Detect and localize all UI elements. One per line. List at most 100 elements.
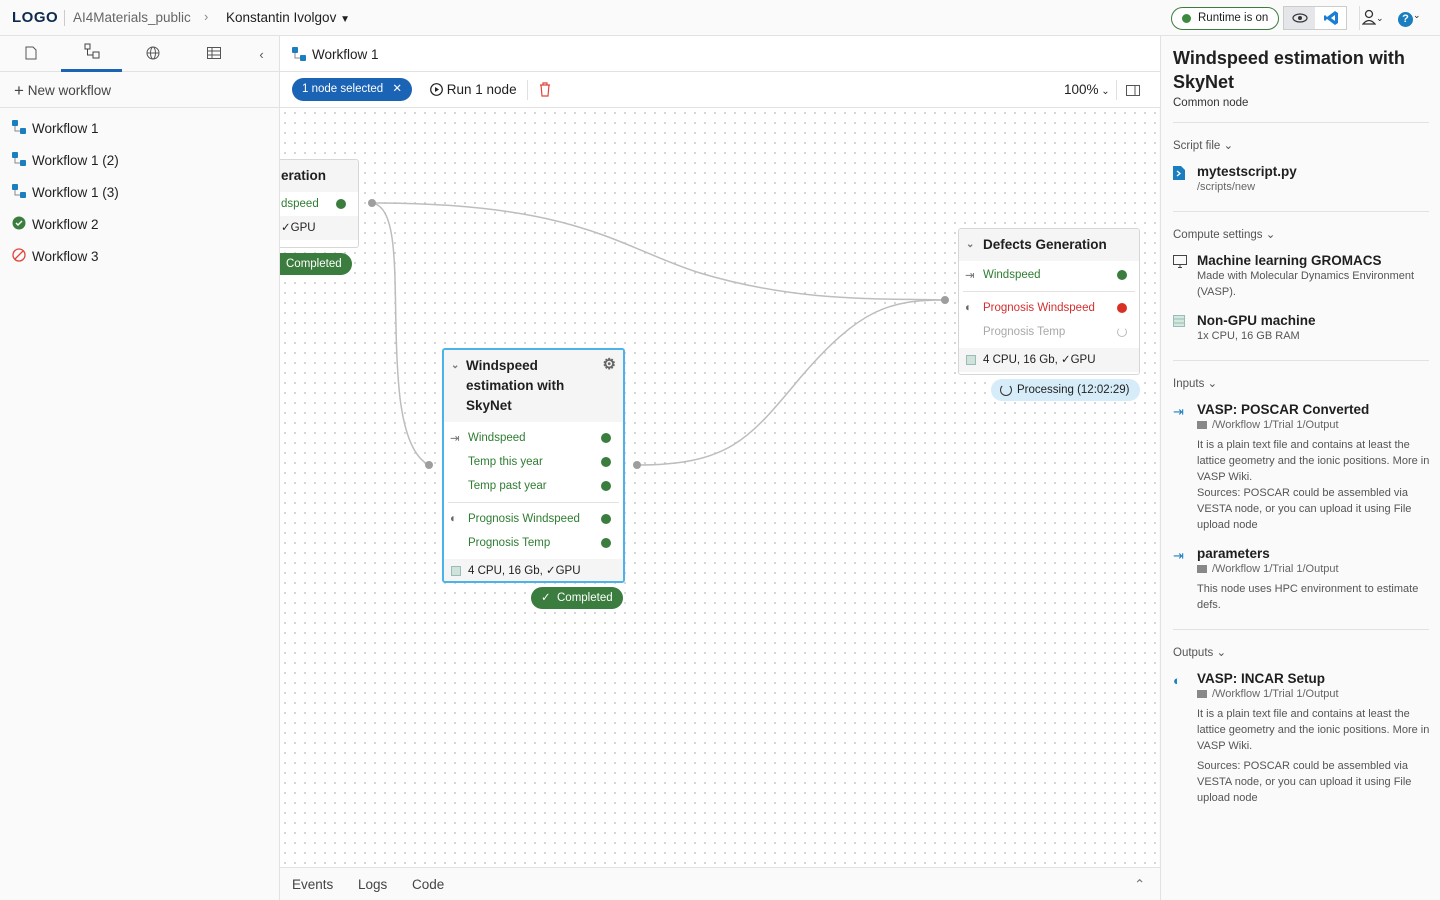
- node-input-port[interactable]: Temp past year: [444, 474, 623, 498]
- status-label: Completed: [286, 258, 342, 270]
- help-menu[interactable]: ?⌄: [1398, 10, 1421, 27]
- node-input-port[interactable]: ⇥Windspeed: [444, 426, 623, 450]
- check-circle-icon: [1117, 270, 1127, 280]
- sidebar-item-workflow-2[interactable]: Workflow 2: [12, 216, 99, 233]
- input-name: VASP: POSCAR Converted: [1197, 402, 1370, 417]
- input-desc: It is a plain text file and contains at …: [1197, 439, 1430, 483]
- section-label: Compute settings: [1173, 229, 1263, 241]
- chevron-left-icon: ‹: [259, 46, 264, 62]
- breadcrumb-project[interactable]: AI4Materials_public: [73, 10, 191, 25]
- vscode-icon[interactable]: [1315, 7, 1346, 29]
- node-output-port[interactable]: Prognosis Temp: [444, 531, 623, 555]
- edge: [371, 202, 430, 466]
- status-badge: ✓Completed: [531, 587, 623, 609]
- collapse-sidebar-button[interactable]: ‹: [244, 36, 279, 72]
- script-file-item[interactable]: mytestscript.py /scripts/new: [1173, 164, 1431, 195]
- port-handle: [368, 199, 376, 207]
- compute-desc: 1x CPU, 16 GB RAM: [1197, 330, 1300, 342]
- output-icon: ◐: [1173, 673, 1181, 688]
- chevron-down-icon[interactable]: ⌄: [966, 239, 975, 250]
- close-icon[interactable]: ✕: [392, 83, 403, 95]
- script-path: /scripts/new: [1197, 181, 1256, 193]
- node-details-panel: Windspeed estimation with SkyNet Common …: [1160, 36, 1440, 900]
- input-desc: This node uses HPC environment to estima…: [1197, 583, 1419, 611]
- spinner-icon: [1000, 384, 1012, 396]
- workflow-node-selected[interactable]: ⌄ Windspeed estimation with SkyNet ⚙ ⇥Wi…: [442, 348, 625, 583]
- divider: [1173, 211, 1429, 212]
- folder-icon: [1197, 565, 1207, 573]
- output-sources: Sources: POSCAR could be assembled via V…: [1197, 760, 1412, 804]
- port-label: Windspeed: [468, 432, 526, 444]
- eye-icon[interactable]: [1284, 7, 1315, 29]
- check-circle-icon: [601, 538, 611, 548]
- new-workflow-button[interactable]: + New workflow: [14, 81, 111, 101]
- edge: [636, 299, 946, 466]
- tab-web[interactable]: [122, 36, 183, 72]
- node-input-port[interactable]: ⇥Windspeed: [959, 263, 1139, 287]
- zoom-select[interactable]: 100% ⌄: [1064, 82, 1110, 97]
- node-resources: 4 CPU, 16 Gb, ✓GPU: [983, 354, 1096, 366]
- user-icon: [1361, 9, 1377, 28]
- port-label: Windspeed: [983, 269, 1041, 281]
- node-output-port[interactable]: Prognosis Temp: [959, 320, 1139, 344]
- gear-icon[interactable]: ⚙: [602, 356, 616, 373]
- user-switcher[interactable]: Konstantin Ivolgov ▼: [226, 10, 350, 25]
- folder-icon: [1197, 421, 1207, 429]
- node-output-port[interactable]: ◐Prognosis Windspeed: [959, 296, 1139, 320]
- workflow-icon: [12, 120, 26, 137]
- node-title: Defects Generation: [983, 237, 1107, 252]
- workflow-canvas[interactable]: eration dspeed ✓GPU ✓Completed ⌄ Windspe…: [280, 108, 1159, 867]
- error-icon: [1117, 303, 1127, 313]
- section-inputs[interactable]: Inputs ⌄: [1173, 376, 1217, 390]
- run-node-button[interactable]: Run 1 node: [430, 82, 517, 97]
- check-circle-icon: [601, 433, 611, 443]
- section-outputs[interactable]: Outputs ⌄: [1173, 645, 1226, 659]
- workflow-node-defects-generation[interactable]: ⌄ Defects Generation ⇥Windspeed ◐Prognosi…: [958, 228, 1140, 375]
- tab-tables[interactable]: [183, 36, 244, 72]
- runtime-status-button[interactable]: Runtime is on: [1171, 7, 1280, 30]
- input-item[interactable]: ⇥ VASP: POSCAR Converted /Workflow 1/Tri…: [1173, 402, 1431, 533]
- selection-pill[interactable]: 1 node selected ✕: [292, 78, 413, 101]
- output-item[interactable]: ◐ VASP: INCAR Setup /Workflow 1/Trial 1/…: [1173, 671, 1431, 806]
- chevron-down-icon: ⌄: [1223, 140, 1234, 152]
- canvas-toolbar: 1 node selected ✕ Run 1 node 100% ⌄: [280, 72, 1160, 108]
- divider: [1173, 122, 1429, 123]
- sidebar-tabs: ‹: [0, 36, 279, 72]
- tab-logs[interactable]: Logs: [358, 877, 388, 892]
- account-menu[interactable]: ⌄: [1361, 9, 1384, 28]
- delete-button[interactable]: [539, 82, 551, 100]
- output-icon: ◐: [450, 513, 457, 525]
- sidebar-item-workflow-3[interactable]: Workflow 3: [12, 248, 99, 265]
- server-icon: [451, 566, 461, 576]
- edge: [371, 202, 946, 301]
- sidebar-item-workflow-1-2[interactable]: Workflow 1 (2): [12, 152, 119, 169]
- chevron-up-icon[interactable]: ⌃: [1134, 877, 1146, 892]
- section-compute-settings[interactable]: Compute settings ⌄: [1173, 227, 1275, 241]
- tab-workflows[interactable]: [61, 36, 122, 72]
- check-icon: ✓: [541, 592, 551, 604]
- port-handle: [633, 461, 641, 469]
- sidebar-item-workflow-1-3[interactable]: Workflow 1 (3): [12, 184, 119, 201]
- node-input-port[interactable]: Temp this year: [444, 450, 623, 474]
- workflow-node-partial[interactable]: eration dspeed ✓GPU: [280, 159, 359, 248]
- check-circle-icon: [336, 199, 346, 209]
- divider: [448, 502, 619, 503]
- sidebar-item-workflow-1[interactable]: Workflow 1: [12, 120, 99, 137]
- section-script-file[interactable]: Script file ⌄: [1173, 138, 1233, 152]
- chevron-down-icon: ⌄: [1216, 647, 1227, 659]
- divider: [963, 291, 1135, 292]
- compute-item[interactable]: Non-GPU machine 1x CPU, 16 GB RAM: [1173, 313, 1431, 344]
- logo[interactable]: LOGO: [12, 9, 59, 26]
- port-label: Prognosis Windspeed: [468, 513, 580, 525]
- toggle-panel-button[interactable]: [1126, 84, 1140, 99]
- tab-files[interactable]: [0, 36, 61, 72]
- compute-item[interactable]: Machine learning GROMACS Made with Molec…: [1173, 253, 1431, 300]
- input-item[interactable]: ⇥ parameters /Workflow 1/Trial 1/Output …: [1173, 546, 1431, 613]
- python-file-icon: [1173, 166, 1185, 183]
- tab-events[interactable]: Events: [292, 877, 334, 892]
- node-port: dspeed: [280, 192, 358, 216]
- view-toggle[interactable]: [1283, 6, 1347, 30]
- chevron-down-icon[interactable]: ⌄: [451, 360, 460, 371]
- tab-code[interactable]: Code: [412, 877, 445, 892]
- node-output-port[interactable]: ◐ Prognosis Windspeed: [444, 507, 623, 531]
